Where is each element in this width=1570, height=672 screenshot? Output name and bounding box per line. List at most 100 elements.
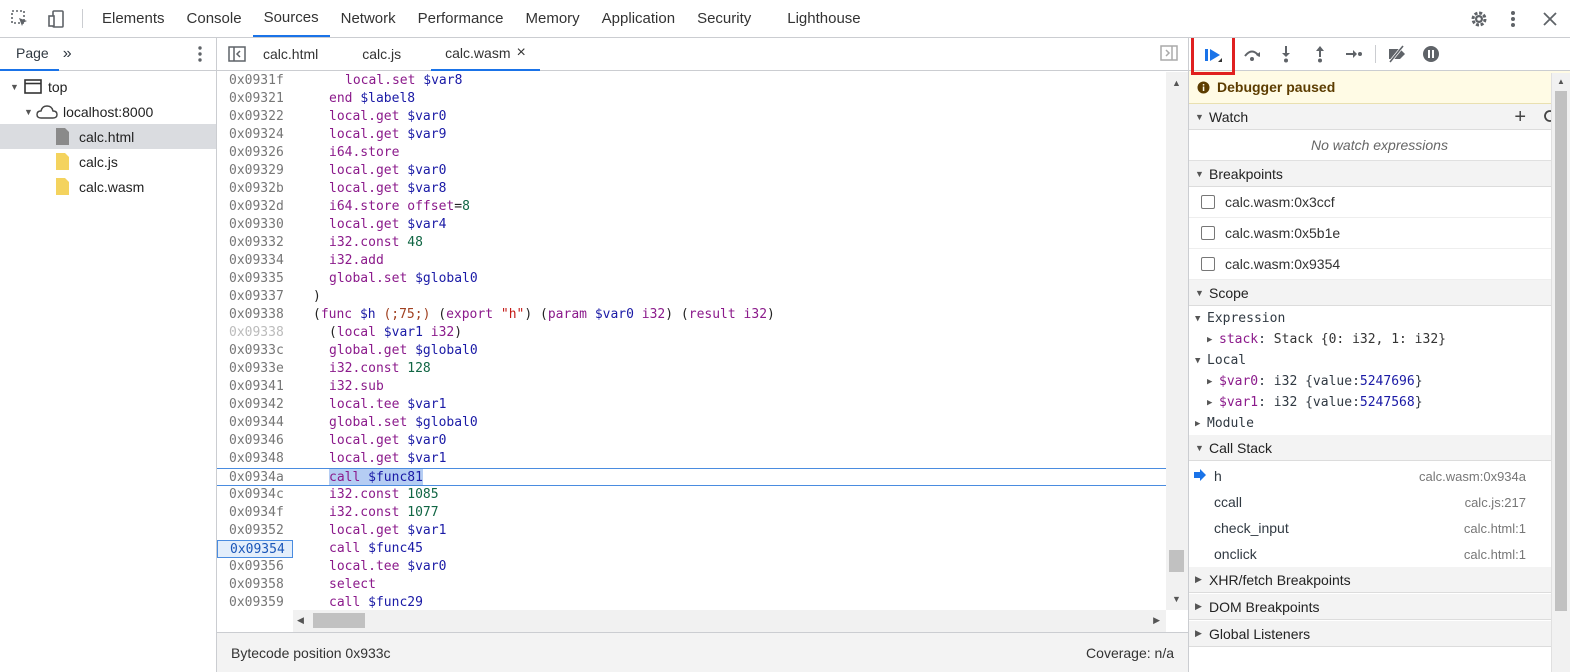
scroll-thumb[interactable] — [313, 613, 365, 628]
tab-page[interactable]: Page — [0, 38, 59, 71]
device-toolbar-icon[interactable] — [40, 0, 74, 37]
scroll-down-arrow-icon[interactable]: ▼ — [1172, 594, 1181, 604]
line-address[interactable]: 0x09348 — [229, 451, 284, 466]
callstack-section-header[interactable]: ▼ Call Stack — [1189, 435, 1570, 461]
tree-item-host[interactable]: ▼ localhost:8000 — [0, 99, 216, 124]
scope-var1-row[interactable]: ▶$var1: i32 {value: 5247568} — [1207, 395, 1423, 410]
line-address[interactable]: 0x09322 — [229, 109, 284, 124]
line-address[interactable]: 0x09337 — [229, 289, 284, 304]
pause-on-exceptions-button[interactable] — [1414, 38, 1448, 71]
line-address[interactable]: 0x09335 — [229, 271, 284, 286]
tab-elements[interactable]: Elements — [102, 10, 165, 27]
line-address[interactable]: 0x09332 — [229, 235, 284, 250]
gear-icon[interactable] — [1462, 0, 1496, 37]
tree-item-calc-html[interactable]: calc.html — [0, 124, 216, 149]
line-address[interactable]: 0x0934a — [229, 470, 284, 485]
expand-triangle-icon[interactable]: ▶ — [1207, 376, 1213, 387]
expand-triangle-icon[interactable]: ▼ — [10, 81, 19, 92]
expand-triangle-icon[interactable]: ▶ — [1207, 334, 1213, 345]
editor-tab-calc-wasm[interactable]: calc.wasm × — [431, 38, 540, 71]
line-address[interactable]: 0x09342 — [229, 397, 284, 412]
step-out-button[interactable] — [1303, 38, 1337, 71]
resume-button[interactable] — [1191, 38, 1235, 75]
frame-location[interactable]: calc.html:1 — [1463, 546, 1526, 562]
close-tab-icon[interactable]: × — [516, 44, 526, 61]
line-address[interactable]: 0x0932b — [229, 181, 284, 196]
scroll-up-arrow-icon[interactable]: ▲ — [1172, 78, 1181, 88]
scope-var0-row[interactable]: ▶$var0: i32 {value: 5247696} — [1207, 374, 1423, 389]
scroll-thumb[interactable] — [1169, 550, 1184, 572]
breakpoint-marker[interactable]: 0x09354 — [217, 540, 293, 558]
frame-location[interactable]: calc.js:217 — [1464, 494, 1526, 510]
frame-location[interactable]: calc.html:1 — [1463, 520, 1526, 536]
scope-stack-row[interactable]: ▶stack: Stack {0: i32, 1: i32} — [1207, 332, 1446, 347]
toggle-debugger-icon[interactable] — [1160, 44, 1178, 64]
line-address[interactable]: 0x0934c — [229, 487, 284, 502]
expand-triangle-icon[interactable]: ▼ — [1195, 313, 1201, 324]
tree-item-calc-js[interactable]: calc.js — [0, 149, 216, 174]
callstack-frame[interactable]: check_input calc.html:1 — [1189, 515, 1570, 541]
global-listeners-header[interactable]: ▶ Global Listeners — [1189, 621, 1570, 647]
scope-local[interactable]: ▼Local — [1189, 350, 1570, 371]
expand-triangle-icon[interactable]: ▶ — [1207, 397, 1213, 408]
add-watch-icon[interactable]: + — [1514, 106, 1526, 128]
line-address[interactable]: 0x0934f — [229, 505, 284, 520]
inspect-element-icon[interactable] — [0, 0, 40, 37]
editor-tab-calc-html[interactable]: calc.html — [263, 46, 319, 62]
frame-location[interactable]: calc.wasm:0x934a — [1419, 468, 1526, 484]
line-address[interactable]: 0x09329 — [229, 163, 284, 178]
expand-triangle-icon[interactable]: ▼ — [1195, 168, 1204, 179]
code-line[interactable]: 0x09337) — [217, 288, 1166, 306]
breakpoint-checkbox[interactable] — [1201, 226, 1215, 240]
callstack-frame[interactable]: onclick calc.html:1 — [1189, 541, 1570, 567]
tab-sources[interactable]: Sources — [252, 0, 330, 37]
tab-network[interactable]: Network — [340, 10, 396, 27]
line-address[interactable]: 0x09338 — [229, 307, 284, 322]
line-address[interactable]: 0x0931f — [229, 73, 284, 88]
callstack-frame[interactable]: h calc.wasm:0x934a — [1189, 463, 1570, 489]
step-into-button[interactable] — [1269, 38, 1303, 71]
code-line[interactable]: 0x09338(func $h (;75;) (export "h") (par… — [217, 306, 1166, 324]
line-address[interactable]: 0x0932d — [229, 199, 284, 214]
line-address[interactable]: 0x0933e — [229, 361, 284, 376]
line-address[interactable]: 0x09330 — [229, 217, 284, 232]
expand-triangle-icon[interactable]: ▼ — [1195, 442, 1204, 453]
line-address[interactable]: 0x0933c — [229, 343, 284, 358]
line-address[interactable]: 0x09352 — [229, 523, 284, 538]
line-address[interactable]: 0x09326 — [229, 145, 284, 160]
tab-performance[interactable]: Performance — [417, 10, 504, 27]
breakpoint-checkbox[interactable] — [1201, 257, 1215, 271]
scroll-up-arrow-icon[interactable]: ▲ — [1557, 77, 1565, 86]
horizontal-scrollbar[interactable]: ◀ ▶ — [293, 610, 1166, 632]
watch-section-header[interactable]: ▼ Watch + — [1189, 104, 1570, 130]
more-options-icon[interactable] — [1496, 0, 1530, 37]
line-address[interactable]: 0x09359 — [229, 595, 284, 610]
line-address[interactable]: 0x09356 — [229, 559, 284, 574]
dom-breakpoints-header[interactable]: ▶ DOM Breakpoints — [1189, 594, 1570, 620]
sidebar-scrollbar[interactable]: ▲ — [1551, 73, 1570, 672]
expand-triangle-icon[interactable]: ▶ — [1195, 601, 1202, 611]
step-button[interactable] — [1337, 38, 1371, 71]
expand-triangle-icon[interactable]: ▼ — [1195, 355, 1201, 366]
code-line[interactable]: 0x093540x09354call $func45 — [217, 540, 1166, 558]
